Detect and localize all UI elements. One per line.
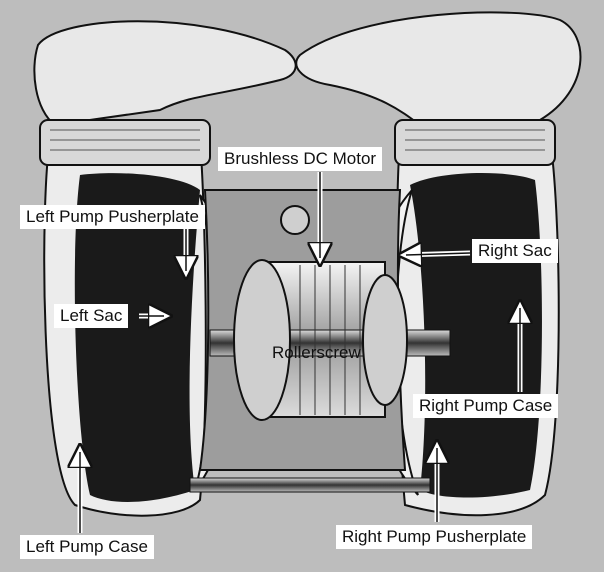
- label-left-sac: Left Sac: [54, 304, 129, 328]
- left-inflow-conduit: [33, 20, 297, 127]
- label-rollerscrew: Rollerscrew: [272, 343, 361, 362]
- bottom-rod: [189, 477, 431, 493]
- label-left-pump-case: Left Pump Case: [20, 535, 154, 559]
- right-inflow-conduit: [295, 11, 582, 127]
- right-bearing-ring: [362, 274, 408, 406]
- left-sac: [74, 173, 200, 502]
- label-right-sac: Right Sac: [472, 239, 558, 263]
- left-bearing-ring: [233, 259, 291, 421]
- label-right-pump-case: Right Pump Case: [413, 394, 559, 418]
- label-brushless-dc-motor: Brushless DC Motor: [218, 147, 383, 171]
- right-port-ring: [394, 119, 556, 166]
- port-fitting: [280, 205, 310, 235]
- left-port-ring: [39, 119, 211, 166]
- label-left-pump-pusherplate: Left Pump Pusherplate: [20, 205, 205, 229]
- label-right-pump-pusherplate: Right Pump Pusherplate: [336, 525, 533, 549]
